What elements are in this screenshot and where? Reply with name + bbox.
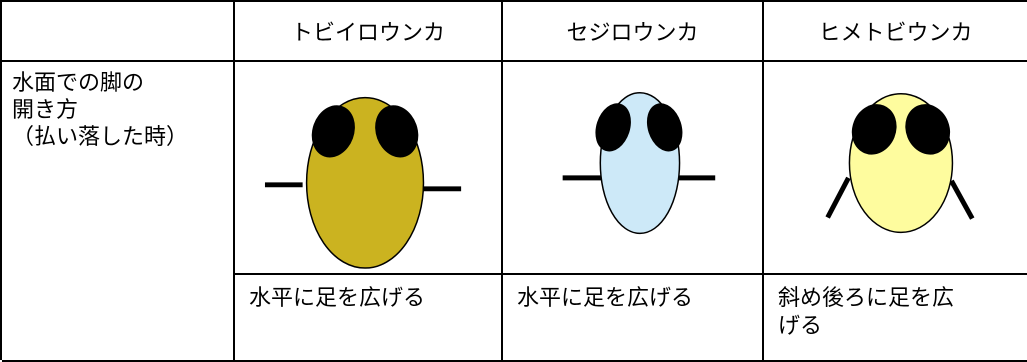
planthopper-illustration-2 — [562, 91, 716, 235]
planthopper-illustration-1 — [264, 96, 462, 269]
illustration-species-1 — [235, 62, 503, 275]
header-species-2: セジロウンカ — [503, 2, 764, 62]
right-eye — [375, 105, 419, 158]
left-eye — [311, 105, 355, 158]
header-blank — [2, 2, 235, 62]
planthopper-illustration-3 — [825, 92, 975, 234]
left-leg — [825, 176, 851, 219]
row-label-line-1: 水面での脚の — [12, 71, 145, 96]
row-label-line-2: 開き方 — [12, 98, 79, 123]
left-eye — [595, 103, 631, 152]
description-species-2: 水平に足を広げる — [503, 275, 764, 362]
illustration-species-3 — [764, 62, 1027, 275]
description-species-3: 斜め後ろに足を広 げる — [764, 275, 1027, 362]
description-species-1: 水平に足を広げる — [235, 275, 503, 362]
description-species-3-line-2: げる — [778, 314, 823, 339]
right-eye — [646, 103, 683, 152]
header-species-1: トビイロウンカ — [235, 2, 503, 62]
left-eye — [851, 104, 897, 155]
header-species-3: ヒメトビウンカ — [764, 2, 1027, 62]
right-eye — [905, 104, 951, 155]
description-species-3-line-1: 斜め後ろに足を広 — [778, 286, 955, 311]
right-leg — [949, 179, 975, 220]
row-label: 水面での脚の 開き方 （払い落した時） — [2, 62, 235, 362]
row-label-line-3: （払い落した時） — [12, 125, 189, 150]
illustration-species-2 — [503, 62, 764, 275]
